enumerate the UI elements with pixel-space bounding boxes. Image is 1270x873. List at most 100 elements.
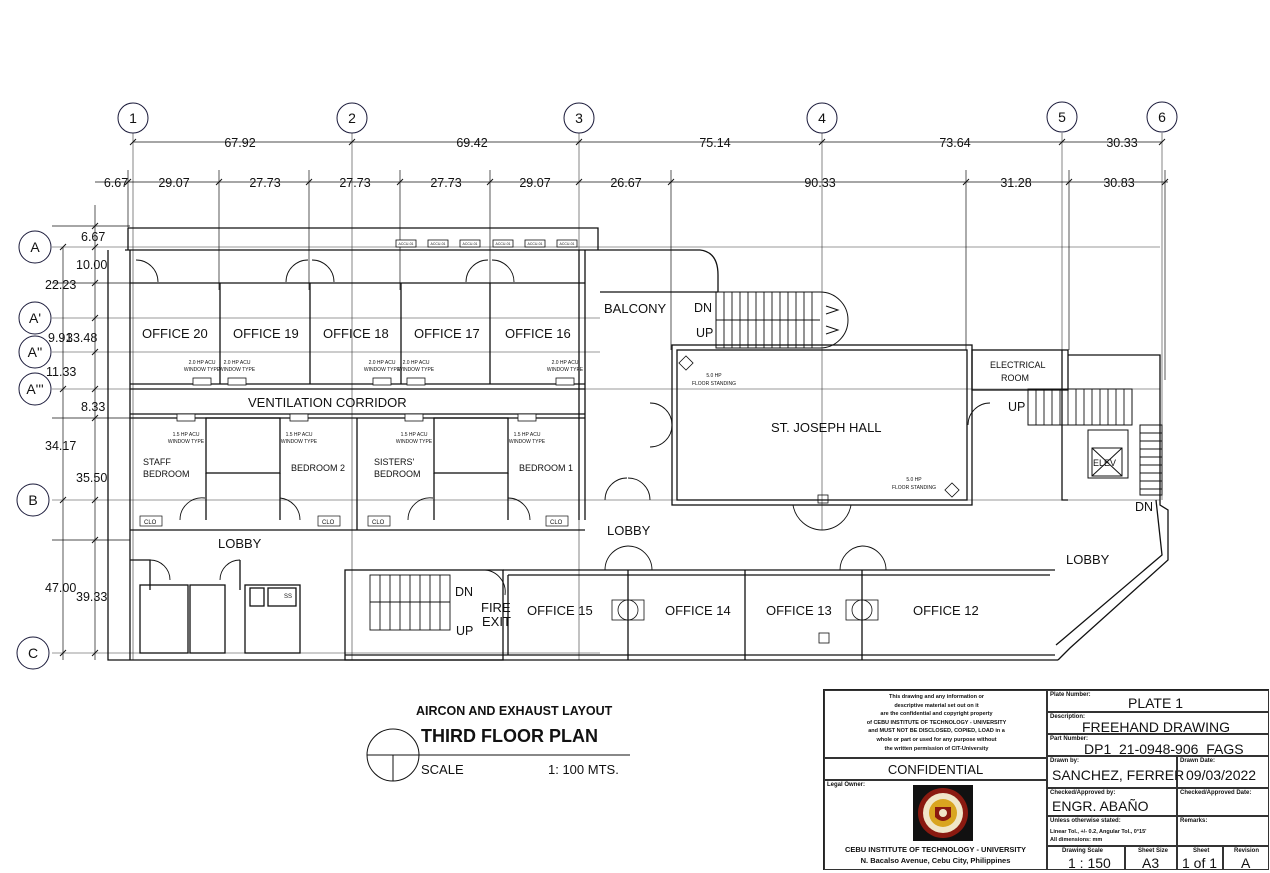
dim-2-6: 29.07 — [519, 176, 550, 190]
room-labels: OFFICE 20 OFFICE 19 OFFICE 18 OFFICE 17 … — [142, 301, 1110, 629]
grid-row-c: C — [28, 645, 38, 661]
lobby-left-label: LOBBY — [218, 536, 262, 551]
grid-col-5: 5 — [1058, 109, 1066, 125]
school-seal — [913, 785, 973, 841]
fire-stair-up: UP — [456, 624, 473, 638]
floor-acu-type-1: FLOOR STANDING — [692, 381, 736, 387]
confidentiality-notice: This drawing and any information or desc… — [825, 693, 1048, 753]
electrical-room-label-1: ELECTRICAL — [990, 360, 1046, 370]
grid-col-6: 6 — [1158, 109, 1166, 125]
dim-left-1: 6.67 — [81, 230, 105, 244]
revision: A — [1241, 855, 1251, 871]
acu-label-19: 2.0 HP ACU — [224, 360, 251, 366]
acu-type-16: WINDOW TYPE — [547, 367, 584, 373]
floor-acu-label-1: 5.0 HP — [706, 373, 722, 379]
dimension-labels-left: 6.67 10.00 22.23 9.91 33.48 11.33 8.33 3… — [45, 230, 107, 604]
grid-col-1: 1 — [129, 110, 137, 126]
sheet-number: 1 of 1 — [1182, 855, 1218, 871]
part-number-label: Part Number: — [1050, 736, 1089, 742]
acu-type-19: WINDOW TYPE — [219, 367, 256, 373]
small-room-labels: STAFF BEDROOM BEDROOM 2 SISTERS' BEDROOM… — [143, 360, 1116, 479]
dim-2-4: 27.73 — [339, 176, 370, 190]
plate-number-label: Plate Number: — [1050, 692, 1091, 698]
dim-left-2: 10.00 — [76, 258, 107, 272]
drawn-date-label: Drawn Date: — [1180, 758, 1216, 764]
dim-top-2: 69.42 — [456, 136, 487, 150]
grid-col-4: 4 — [818, 110, 826, 126]
lobby-mid-label: LOBBY — [607, 523, 651, 538]
grid-col-3: 3 — [575, 110, 583, 126]
scale-value: 1: 100 MTS. — [548, 762, 619, 777]
checked-by-label: Checked/Approved by: — [1050, 790, 1116, 796]
building-walls — [107, 227, 1169, 661]
acu-type-sisters: WINDOW TYPE — [396, 439, 433, 445]
remarks-cell: Remarks: — [1177, 816, 1269, 846]
grid-row-a2: A'' — [28, 344, 43, 360]
drawn-date: 09/03/2022 — [1186, 767, 1257, 783]
acu-label-br1: 1.5 HP ACU — [514, 432, 541, 438]
office-14-label: OFFICE 14 — [665, 603, 731, 618]
description-value: FREEHAND DRAWING — [1082, 719, 1231, 735]
dimensions-unit: All dimensions: mm — [1050, 837, 1103, 843]
notice-line-3: are the confidential and copyright prope… — [880, 711, 993, 718]
grid-bubbles — [16, 101, 1178, 670]
acu-label-staff: 1.5 HP ACU — [173, 432, 200, 438]
confidential-text: CONFIDENTIAL — [887, 762, 984, 777]
seal-icon — [918, 788, 968, 838]
staff-bedroom-label-1: STAFF — [143, 457, 171, 467]
acu-type-br2: WINDOW TYPE — [281, 439, 318, 445]
clo-label-2: CLO — [322, 520, 335, 526]
office-18-label: OFFICE 18 — [323, 326, 389, 341]
dim-left-6: 11.33 — [46, 365, 76, 379]
right-stair-up: UP — [1008, 400, 1025, 414]
drawn-by-label: Drawn by: — [1050, 758, 1080, 764]
revision-label: Revision — [1234, 848, 1260, 854]
dim-top-5: 30.33 — [1106, 136, 1137, 150]
acu-labels: 2.0 HP ACU WINDOW TYPE 2.0 HP ACU WINDOW… — [168, 360, 936, 491]
lobby-right-label: LOBBY — [1066, 552, 1110, 567]
checked-date-label: Checked/Approved Date: — [1180, 790, 1252, 796]
door-swings — [135, 259, 991, 596]
dim-top-3: 75.14 — [699, 136, 730, 150]
drawing-main-title: THIRD FLOOR PLAN — [421, 726, 598, 746]
office-13-label: OFFICE 13 — [766, 603, 832, 618]
dim-left-7: 8.33 — [81, 400, 105, 414]
dim-left-4: 9.91 — [48, 331, 72, 345]
stair-labels: DN UP UP DN DN UP — [455, 301, 1153, 638]
ss-label: SS — [284, 594, 292, 600]
dim-2-8: 90.33 — [804, 176, 835, 190]
top-acu-5: ACCU-01 — [528, 242, 543, 246]
office-12-label: OFFICE 12 — [913, 603, 979, 618]
dim-2-3: 27.73 — [249, 176, 280, 190]
drawn-by: SANCHEZ, FERRER — [1052, 767, 1185, 783]
right-stair — [1027, 388, 1163, 496]
grid-row-a1: A' — [29, 310, 41, 326]
staff-bedroom-label-2: BEDROOM — [143, 469, 190, 479]
dim-top-1: 67.92 — [224, 136, 255, 150]
floor-acu-label-2: 5.0 HP — [906, 477, 922, 483]
balcony-label: BALCONY — [604, 301, 666, 316]
description-label: Description: — [1050, 714, 1086, 720]
acu-label-sisters: 1.5 HP ACU — [401, 432, 428, 438]
sheet-size-label: Sheet Size — [1138, 848, 1169, 854]
notice-line-4: of CEBU INSTITUTE OF TECHNOLOGY - UNIVER… — [866, 719, 1007, 726]
checked-date-cell: Checked/Approved Date: — [1177, 788, 1269, 816]
drawing-subtitle: AIRCON AND EXHAUST LAYOUT — [416, 704, 613, 718]
office-20-label: OFFICE 20 — [142, 326, 208, 341]
st-joseph-hall-label: ST. JOSEPH HALL — [771, 420, 882, 435]
grid-labels: 1 2 3 4 5 6 A A' A'' A''' B C — [26, 109, 1166, 661]
right-stair-dn: DN — [1135, 500, 1153, 514]
dim-2-1: 6.67 — [104, 176, 128, 190]
dim-left-9: 35.50 — [76, 471, 107, 485]
fire-exit-stair — [369, 574, 451, 631]
balcony-stair — [715, 291, 849, 349]
dimension-labels-top: 67.92 69.42 75.14 73.64 30.33 6.67 29.07… — [104, 136, 1138, 190]
part-number: DP1_21-0948-906_FAGS — [1084, 741, 1244, 757]
scale-label: SCALE — [421, 762, 464, 777]
dimension-lines-top — [95, 138, 1169, 380]
acu-type-br1: WINDOW TYPE — [509, 439, 546, 445]
office-desks — [611, 494, 879, 644]
floor-acu-type-2: FLOOR STANDING — [892, 485, 936, 491]
owner-name: CEBU INSTITUTE OF TECHNOLOGY - UNIVERSIT… — [844, 845, 1027, 854]
acu-label-br2: 1.5 HP ACU — [286, 432, 313, 438]
